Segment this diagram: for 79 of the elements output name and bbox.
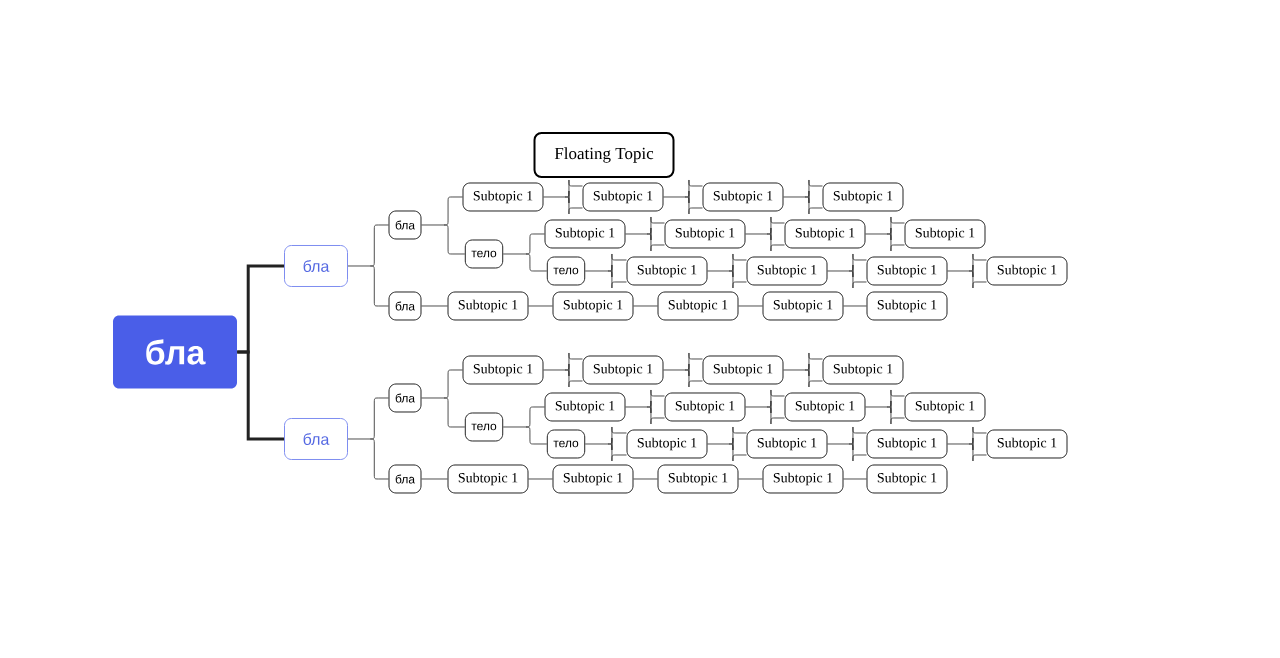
subtopic-box: Subtopic 1 <box>904 219 986 249</box>
connector-line <box>528 478 553 480</box>
subtopic-box: тело <box>546 256 586 286</box>
subtopic-box: Subtopic 1 <box>544 219 626 249</box>
subtopic-box: Subtopic 1 <box>866 291 948 321</box>
connector-line <box>237 350 284 441</box>
connector-line <box>738 478 763 480</box>
brace <box>707 426 747 462</box>
connector-line <box>528 305 553 307</box>
brace <box>543 179 583 215</box>
brace <box>947 426 987 462</box>
subtopic-box: Subtopic 1 <box>866 256 948 286</box>
brace <box>745 216 785 252</box>
subtopic-box: Subtopic 1 <box>866 429 948 459</box>
connector-line <box>421 305 448 307</box>
subtopic-box: тело <box>464 239 504 269</box>
brace <box>865 216 905 252</box>
subtopic-box: Subtopic 1 <box>986 256 1068 286</box>
brace <box>663 352 703 388</box>
branch-box: бла <box>284 418 348 460</box>
subtopic-box: Subtopic 1 <box>626 429 708 459</box>
brace <box>783 352 823 388</box>
subtopic-box: Subtopic 1 <box>447 291 529 321</box>
subtopic-box: Subtopic 1 <box>544 392 626 422</box>
subtopic-box: Subtopic 1 <box>626 256 708 286</box>
brace <box>584 253 627 289</box>
subtopic-box: тело <box>464 412 504 442</box>
subtopic-box: тело <box>546 429 586 459</box>
brace <box>584 426 627 462</box>
subtopic-box: бла <box>388 210 422 240</box>
connector-line <box>633 305 658 307</box>
subtopic-box: Subtopic 1 <box>702 355 784 385</box>
subtopic-box: Subtopic 1 <box>657 291 739 321</box>
subtopic-box: Subtopic 1 <box>582 355 664 385</box>
subtopic-box: Subtopic 1 <box>762 464 844 494</box>
subtopic-box: Subtopic 1 <box>664 219 746 249</box>
brace <box>947 253 987 289</box>
brace <box>663 179 703 215</box>
subtopic-box: Subtopic 1 <box>746 429 828 459</box>
subtopic-box: бла <box>388 464 422 494</box>
subtopic-box: Subtopic 1 <box>552 291 634 321</box>
subtopic-box: Subtopic 1 <box>552 464 634 494</box>
brace <box>745 389 785 425</box>
subtopic-box: Subtopic 1 <box>664 392 746 422</box>
brace <box>865 389 905 425</box>
subtopic-box: Subtopic 1 <box>462 355 544 385</box>
subtopic-box: Subtopic 1 <box>746 256 828 286</box>
connector-line <box>843 305 867 307</box>
connector-line <box>843 478 867 480</box>
subtopic-box: Subtopic 1 <box>784 219 866 249</box>
subtopic-box: Subtopic 1 <box>904 392 986 422</box>
subtopic-box: Subtopic 1 <box>762 291 844 321</box>
branch-box: бла <box>284 245 348 287</box>
brace <box>502 406 548 445</box>
floating-topic-box: Floating Topic <box>533 132 675 178</box>
subtopic-box: Subtopic 1 <box>462 182 544 212</box>
subtopic-box: бла <box>388 291 422 321</box>
subtopic-box: Subtopic 1 <box>582 182 664 212</box>
brace <box>783 179 823 215</box>
subtopic-box: Subtopic 1 <box>822 182 904 212</box>
subtopic-box: Subtopic 1 <box>447 464 529 494</box>
topic-box: бла <box>113 315 237 389</box>
connector-line <box>633 478 658 480</box>
subtopic-box: бла <box>388 383 422 413</box>
connector-line <box>738 305 763 307</box>
connector-line <box>421 478 448 480</box>
subtopic-box: Subtopic 1 <box>784 392 866 422</box>
subtopic-box: Subtopic 1 <box>702 182 784 212</box>
brace <box>543 352 583 388</box>
subtopic-box: Subtopic 1 <box>986 429 1068 459</box>
subtopic-box: Subtopic 1 <box>657 464 739 494</box>
brace <box>625 216 665 252</box>
brace <box>827 426 867 462</box>
brace <box>502 233 548 272</box>
subtopic-box: Subtopic 1 <box>822 355 904 385</box>
brace <box>827 253 867 289</box>
brace <box>625 389 665 425</box>
brace <box>707 253 747 289</box>
subtopic-box: Subtopic 1 <box>866 464 948 494</box>
